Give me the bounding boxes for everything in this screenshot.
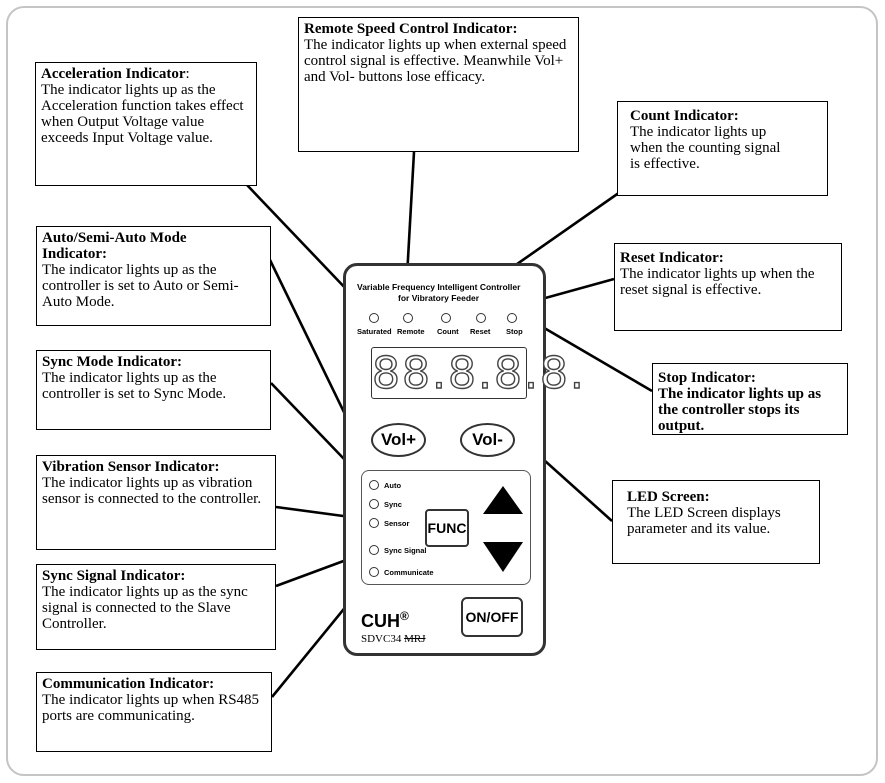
- reset-label: Reset: [470, 327, 491, 336]
- device-title-line1: Variable Frequency Intelligent Controlle…: [357, 282, 521, 292]
- communicate-indicator-light: [369, 567, 379, 577]
- func-button[interactable]: FUNC: [425, 509, 469, 547]
- remote-indicator-callout: Remote Speed Control Indicator: The indi…: [298, 17, 579, 152]
- communication-indicator-text: The indicator lights up when RS485 ports…: [42, 692, 260, 724]
- controller-device: [343, 263, 546, 656]
- count-indicator-text: The indicator lights up when the countin…: [630, 124, 781, 172]
- led-screen-text: The LED Screen displays parameter and it…: [627, 505, 781, 537]
- led-screen: 88.8.8.8.: [371, 347, 586, 400]
- vibration-sensor-indicator-callout: Vibration Sensor Indicator: The indicato…: [36, 455, 276, 550]
- brand-registered-mark: ®: [400, 609, 409, 623]
- stop-label: Stop: [506, 327, 523, 336]
- remote-label: Remote: [397, 327, 425, 336]
- device-title-line2: for Vibratory Feeder: [398, 293, 480, 303]
- sync-signal-indicator-text: The indicator lights up as the sync sign…: [42, 584, 248, 632]
- vibration-sensor-indicator-text: The indicator lights up as vibration sen…: [42, 475, 262, 507]
- triangle-down-icon[interactable]: [483, 542, 523, 572]
- model-code: SDVC34: [361, 633, 402, 645]
- led-digits: 88.8.8.8.: [371, 347, 586, 399]
- vol-minus-button[interactable]: Vol-: [460, 423, 515, 457]
- acceleration-indicator-callout: Acceleration Indicator: The indicator li…: [35, 62, 257, 186]
- arrow-buttons: [483, 486, 523, 572]
- model-number: SDVC34 MRJ: [361, 633, 426, 645]
- led-screen-callout: LED Screen: The LED Screen displays para…: [612, 480, 820, 564]
- sync-signal-label: Sync Signal: [384, 546, 427, 555]
- reset-indicator-light: [476, 313, 486, 323]
- sensor-indicator-light: [369, 518, 379, 528]
- communication-indicator-callout: Communication Indicator: The indicator l…: [36, 672, 272, 752]
- sync-signal-indicator-callout: Sync Signal Indicator: The indicator lig…: [36, 564, 276, 650]
- brand-logo: CUH®: [361, 609, 409, 632]
- sensor-label: Sensor: [384, 519, 410, 528]
- sync-mode-indicator-callout: Sync Mode Indicator: The indicator light…: [36, 350, 271, 430]
- acceleration-indicator-colon: :: [185, 66, 190, 82]
- vol-plus-button[interactable]: Vol+: [371, 423, 426, 457]
- saturated-indicator-light: [369, 313, 379, 323]
- stop-indicator-text: The indicator lights up as the controlle…: [658, 386, 822, 434]
- onoff-button[interactable]: ON/OFF: [461, 597, 523, 637]
- auto-mode-indicator-callout: Auto/Semi-Auto Mode Indicator: The indic…: [36, 226, 271, 326]
- sync-indicator-light: [369, 499, 379, 509]
- acceleration-indicator-title: Acceleration Indicator: [41, 66, 186, 82]
- saturated-label: Saturated: [357, 327, 392, 336]
- sync-mode-indicator-title: Sync Mode Indicator:: [42, 354, 182, 370]
- onoff-off-text: OFF: [490, 609, 519, 625]
- count-indicator-callout: Count Indicator: The indicator lights up…: [617, 101, 828, 196]
- auto-mode-indicator-text: The indicator lights up as the controlle…: [42, 262, 239, 310]
- triangle-up-icon[interactable]: [483, 486, 523, 514]
- reset-indicator-title: Reset Indicator:: [620, 250, 724, 266]
- count-label: Count: [437, 327, 459, 336]
- stop-indicator-callout: Stop Indicator: The indicator lights up …: [652, 363, 848, 435]
- model-suffix: MRJ: [404, 633, 426, 645]
- remote-indicator-text: The indicator lights up when external sp…: [304, 37, 567, 85]
- communicate-label: Communicate: [384, 568, 434, 577]
- sync-mode-indicator-text: The indicator lights up as the controlle…: [42, 370, 227, 402]
- led-screen-title: LED Screen:: [627, 489, 710, 505]
- auto-label: Auto: [384, 481, 402, 490]
- stop-indicator-title: Stop Indicator:: [658, 370, 756, 386]
- brand-name: CUH: [361, 611, 400, 631]
- control-panel: [361, 470, 531, 585]
- auto-indicator-light: [369, 480, 379, 490]
- onoff-on-text: ON/: [465, 609, 491, 625]
- remote-indicator-title: Remote Speed Control Indicator:: [304, 21, 518, 37]
- vibration-sensor-indicator-title: Vibration Sensor Indicator:: [42, 459, 220, 475]
- auto-mode-indicator-title: Auto/Semi-Auto Mode Indicator:: [42, 230, 187, 262]
- count-indicator-light: [441, 313, 451, 323]
- reset-indicator-text: The indicator lights up when the reset s…: [620, 266, 815, 298]
- sync-signal-indicator-light: [369, 545, 379, 555]
- stop-indicator-light: [507, 313, 517, 323]
- communication-indicator-title: Communication Indicator:: [42, 676, 215, 692]
- remote-indicator-light: [403, 313, 413, 323]
- reset-indicator-callout: Reset Indicator: The indicator lights up…: [614, 243, 842, 331]
- acceleration-indicator-text: The indicator lights up as the Accelerat…: [41, 82, 244, 146]
- count-indicator-title: Count Indicator:: [630, 108, 739, 124]
- sync-signal-indicator-title: Sync Signal Indicator:: [42, 568, 186, 584]
- sync-label: Sync: [384, 500, 402, 509]
